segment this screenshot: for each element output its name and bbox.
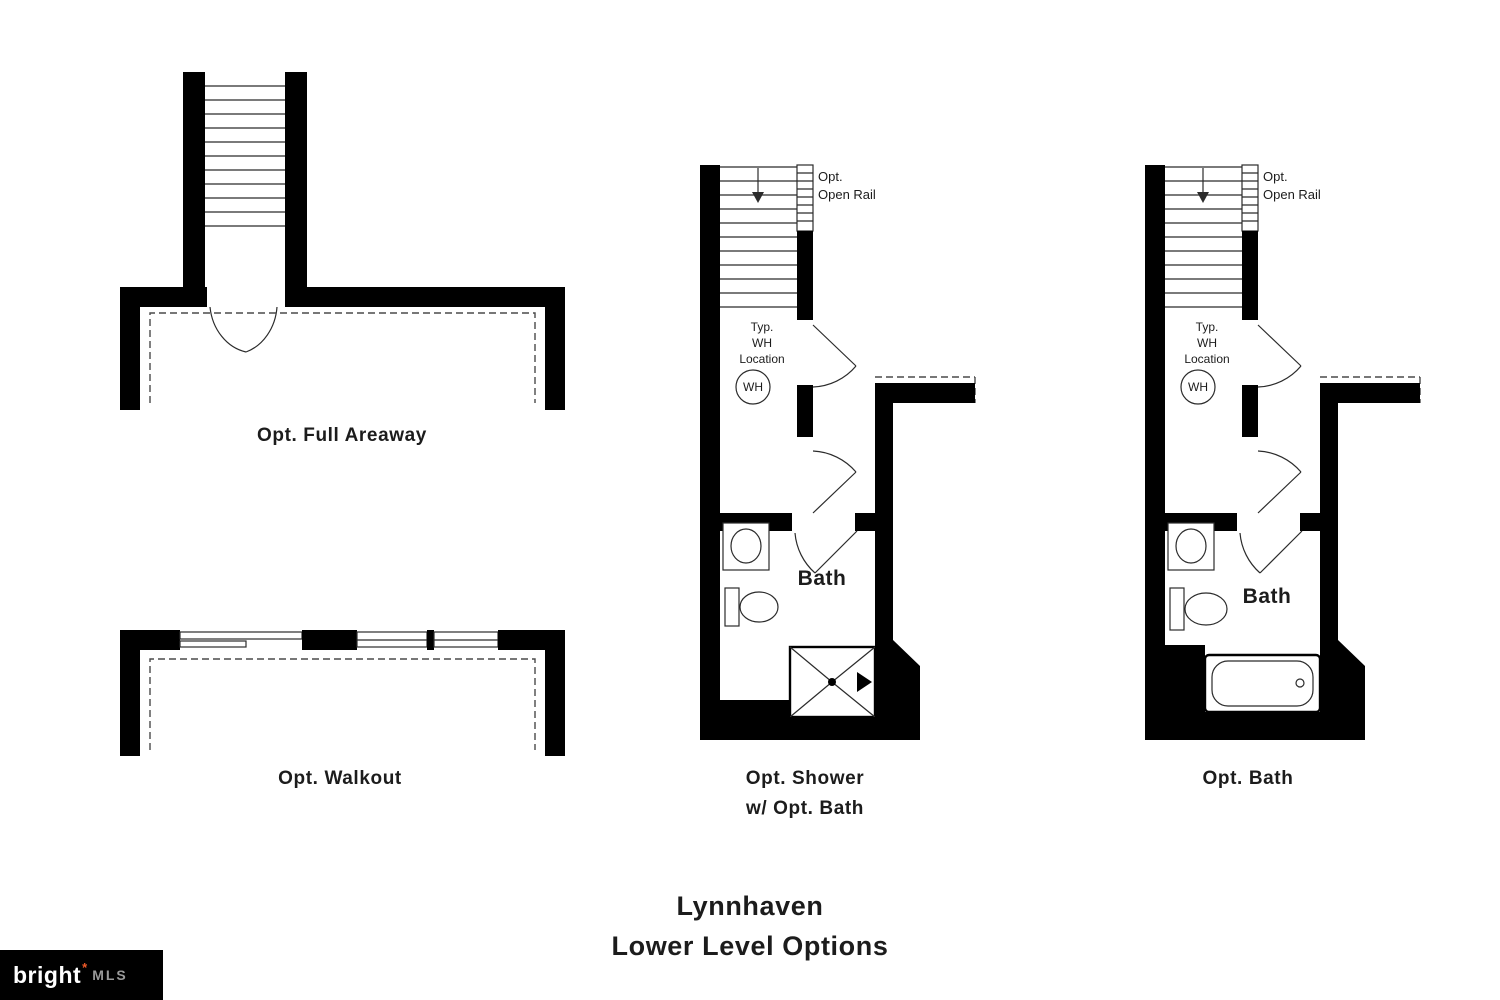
bath-plan-door1-leaf	[1257, 324, 1302, 367]
shower-plan-door1-swing	[812, 365, 857, 388]
shower-plan-bottom-wall-mid	[790, 717, 875, 740]
shower-plan-right-wall	[875, 383, 893, 640]
areaway-side-wall-right	[545, 287, 565, 410]
bath-plan-corridor-wall-upper	[1242, 231, 1258, 320]
walkout-top-wall-b	[302, 630, 357, 650]
areaway-stair-wall-left	[183, 72, 205, 291]
shower-plan-bottom-wall-right	[875, 640, 920, 740]
areaway-label: Opt. Full Areaway	[257, 425, 427, 446]
bath-plan-bottom-wall-mid	[1205, 712, 1320, 740]
bath-plan-door1-swing	[1257, 365, 1302, 388]
shower-plan-bottom-wall-left	[700, 700, 790, 740]
areaway-door-swing-right	[245, 306, 278, 353]
bath-plan-wh-circle	[1180, 369, 1216, 405]
shower-plan-wh-circle-label: WH	[743, 380, 763, 394]
walkout-window-mullion	[427, 630, 434, 650]
plan-opt-shower: Opt. Open Rail Typ. WH Location WH Bat	[700, 164, 976, 819]
bath-plan-wh-note-2: WH	[1197, 336, 1217, 350]
plan-full-areaway: Opt. Full Areaway	[120, 72, 565, 446]
bath-plan-bath-door-swing	[1239, 532, 1261, 574]
shower-plan-open-rail-note-2: Open Rail	[818, 187, 876, 202]
shower-plan-bath-door-swing	[794, 532, 816, 574]
shower-plan-corridor-wall-mid	[797, 385, 813, 437]
areaway-door-swing-left	[209, 306, 247, 353]
walkout-side-wall-right	[545, 630, 565, 756]
bath-plan-bottom-wall-right	[1320, 640, 1365, 740]
sheet-title-line1: Lynnhaven	[677, 891, 824, 921]
shower-plan-door1-leaf	[812, 324, 857, 367]
shower-plan-label-line2: w/ Opt. Bath	[745, 798, 864, 819]
shower-plan-label-line1: Opt. Shower	[746, 768, 865, 789]
shower-plan-bath-top-stub	[855, 513, 875, 531]
shower-plan-room-label: Bath	[798, 567, 847, 590]
logo-mls-text: MLS	[92, 967, 128, 983]
shower-plan-wh-note-1: Typ.	[751, 320, 774, 334]
shower-plan-door2-leaf	[812, 471, 857, 514]
bath-plan-wh-circle-label: WH	[1188, 380, 1208, 394]
shower-plan-toilet-tank	[724, 587, 740, 627]
walkout-slider-door-panel	[179, 640, 247, 648]
walkout-dashed-outline	[149, 658, 536, 750]
bath-plan-label: Opt. Bath	[1203, 768, 1294, 789]
areaway-top-wall-right	[285, 287, 565, 307]
bathtub-inner	[1211, 660, 1314, 707]
areaway-side-wall-left	[120, 287, 140, 410]
bath-plan-door2-leaf	[1257, 471, 1302, 514]
sheet-title-line2: Lower Level Options	[612, 931, 889, 961]
shower-plan-corridor-wall-upper	[797, 231, 813, 320]
areaway-top-wall-left	[120, 287, 207, 307]
shower-plan-right-stub-wall	[893, 383, 975, 403]
bath-plan-bottom-wall-left	[1145, 645, 1205, 740]
shower-plan-door2-swing	[812, 450, 857, 473]
bath-plan-toilet-tank	[1169, 587, 1185, 631]
plan-opt-bath: Opt. Open Rail Typ. WH Location WH Bat	[1145, 164, 1421, 789]
shower-drain	[828, 678, 836, 686]
bath-plan-bath-door-leaf	[1259, 530, 1303, 574]
brightmls-logo: bright * MLS	[0, 950, 163, 1000]
shower-pan-diagonals	[789, 646, 876, 718]
shower-plan-open-rail-hatch	[797, 172, 813, 222]
shower-plan-wh-note-3: Location	[739, 352, 784, 366]
bath-plan-sink-basin	[1175, 528, 1207, 564]
walkout-side-wall-left	[120, 630, 140, 756]
bath-plan-room-label: Bath	[1243, 585, 1292, 608]
bath-plan-wh-note-1: Typ.	[1196, 320, 1219, 334]
plan-walkout: Opt. Walkout	[120, 630, 565, 789]
bath-plan-door2-swing	[1257, 450, 1302, 473]
walkout-label: Opt. Walkout	[278, 768, 402, 789]
shower-plan-toilet-bowl	[739, 591, 779, 623]
shower-plan-wh-circle	[735, 369, 771, 405]
bath-plan-open-rail-note-2: Open Rail	[1263, 187, 1321, 202]
walkout-slider-door-track	[179, 631, 303, 640]
bath-plan-bath-top-stub	[1300, 513, 1320, 531]
shower-plan-sink-basin	[730, 528, 762, 564]
shower-plan-open-rail-note-1: Opt.	[818, 169, 843, 184]
bath-plan-stair-arrow-head	[1197, 192, 1209, 203]
areaway-stair-treads	[205, 85, 285, 227]
areaway-dashed-outline	[149, 312, 536, 403]
shower-plan-stair-arrow-head	[752, 192, 764, 203]
shower-valve-icon	[857, 672, 872, 692]
logo-brand-text: bright	[13, 961, 82, 988]
bath-plan-open-rail-hatch	[1242, 172, 1258, 222]
shower-plan-bath-door-leaf	[814, 530, 858, 574]
shower-plan-left-wall	[700, 165, 720, 740]
logo-asterisk-icon: *	[82, 959, 88, 975]
areaway-stair-wall-right	[285, 72, 307, 291]
bath-plan-wh-note-3: Location	[1184, 352, 1229, 366]
shower-plan-wh-note-2: WH	[752, 336, 772, 350]
bath-plan-right-stub-wall	[1338, 383, 1420, 403]
bath-plan-open-rail-note-1: Opt.	[1263, 169, 1288, 184]
bathtub-drain	[1295, 678, 1305, 688]
bath-plan-right-wall	[1320, 383, 1338, 640]
bath-plan-toilet-bowl	[1184, 592, 1228, 626]
bath-plan-corridor-wall-mid	[1242, 385, 1258, 437]
bath-plan-left-wall	[1145, 165, 1165, 740]
